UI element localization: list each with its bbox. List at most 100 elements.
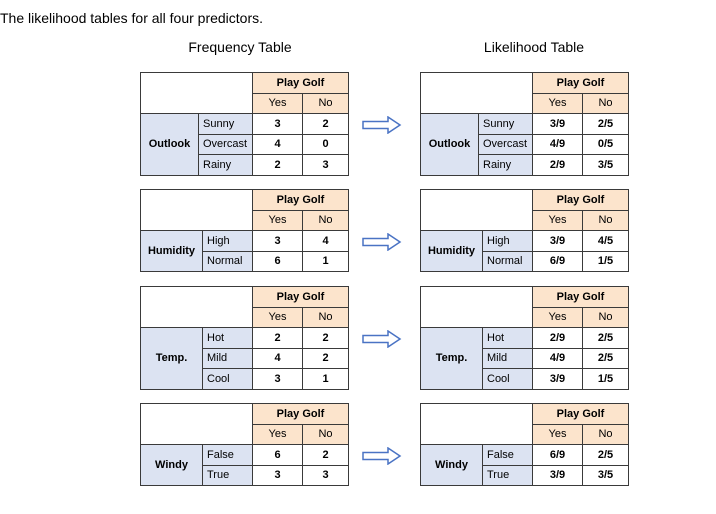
yes-value: 3/9 [532, 113, 583, 135]
right-arrow-icon [362, 116, 402, 134]
yes-header: Yes [532, 306, 583, 328]
no-value: 1/5 [582, 368, 629, 390]
yes-value: 4 [252, 347, 303, 369]
yes-header: Yes [252, 423, 303, 445]
predictor-label: Outlook [420, 113, 479, 176]
play-golf-header: Play Golf [532, 403, 629, 425]
no-value: 2 [302, 444, 349, 466]
no-value: 1 [302, 250, 349, 272]
category-label: Normal [482, 250, 533, 272]
right-arrow-icon [362, 447, 402, 465]
no-value: 2/5 [582, 347, 629, 369]
yes-value: 2/9 [532, 327, 583, 349]
table-corner [420, 286, 533, 328]
category-label: High [482, 230, 533, 252]
table-corner [140, 72, 253, 114]
no-header: No [582, 209, 629, 231]
play-golf-header: Play Golf [252, 403, 349, 425]
category-label: Overcast [198, 133, 253, 155]
yes-value: 3 [252, 230, 303, 252]
category-label: True [482, 464, 533, 486]
category-label: Mild [202, 347, 253, 369]
play-golf-header: Play Golf [532, 72, 629, 94]
no-value: 3 [302, 154, 349, 176]
yes-value: 3/9 [532, 464, 583, 486]
category-label: Hot [482, 327, 533, 349]
no-value: 4/5 [582, 230, 629, 252]
no-value: 4 [302, 230, 349, 252]
no-value: 2/5 [582, 444, 629, 466]
table-corner [420, 189, 533, 231]
category-label: Sunny [478, 113, 533, 135]
no-value: 2 [302, 347, 349, 369]
no-value: 3/5 [582, 464, 629, 486]
no-header: No [582, 92, 629, 114]
yes-header: Yes [532, 92, 583, 114]
category-label: False [482, 444, 533, 466]
table-corner [140, 403, 253, 445]
predictor-label: Windy [140, 444, 203, 486]
yes-header: Yes [252, 306, 303, 328]
yes-value: 6 [252, 250, 303, 272]
yes-value: 2 [252, 154, 303, 176]
no-value: 2/5 [582, 327, 629, 349]
predictor-label: Temp. [140, 327, 203, 390]
yes-value: 6/9 [532, 444, 583, 466]
predictor-label: Humidity [140, 230, 203, 272]
category-label: Rainy [478, 154, 533, 176]
category-label: Overcast [478, 133, 533, 155]
no-header: No [302, 306, 349, 328]
no-value: 2 [302, 327, 349, 349]
table-corner [420, 403, 533, 445]
likelihood-table-title: Likelihood Table [483, 39, 585, 55]
category-label: Sunny [198, 113, 253, 135]
no-value: 2/5 [582, 113, 629, 135]
no-value: 2 [302, 113, 349, 135]
no-value: 0/5 [582, 133, 629, 155]
no-value: 0 [302, 133, 349, 155]
no-value: 1/5 [582, 250, 629, 272]
play-golf-header: Play Golf [532, 189, 629, 211]
no-header: No [302, 423, 349, 445]
category-label: True [202, 464, 253, 486]
yes-value: 3 [252, 368, 303, 390]
category-label: Hot [202, 327, 253, 349]
yes-header: Yes [532, 209, 583, 231]
play-golf-header: Play Golf [252, 286, 349, 308]
yes-header: Yes [252, 92, 303, 114]
play-golf-header: Play Golf [532, 286, 629, 308]
predictor-label: Temp. [420, 327, 483, 390]
table-corner [420, 72, 533, 114]
category-label: Cool [482, 368, 533, 390]
no-value: 1 [302, 368, 349, 390]
yes-value: 3 [252, 113, 303, 135]
no-value: 3 [302, 464, 349, 486]
category-label: Normal [202, 250, 253, 272]
table-corner [140, 286, 253, 328]
no-header: No [582, 306, 629, 328]
no-value: 3/5 [582, 154, 629, 176]
category-label: False [202, 444, 253, 466]
